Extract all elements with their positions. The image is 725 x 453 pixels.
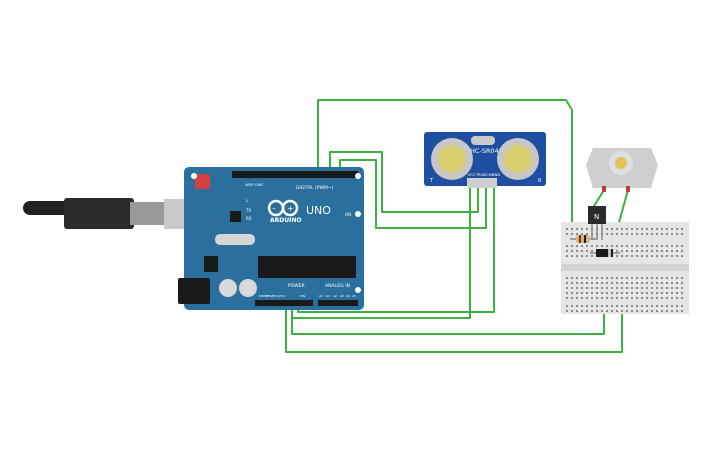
transistor[interactable]: N (588, 206, 606, 240)
tx-label: TX (245, 208, 251, 213)
sensor-trig-label: TRIG (475, 173, 485, 177)
digital-header[interactable] (232, 171, 358, 178)
ioref-label: IOREF (259, 294, 268, 298)
digital-label: DIGITAL (PWM~) (296, 185, 334, 191)
aref-label: AREF (245, 183, 254, 187)
model-label: UNO (306, 204, 331, 217)
a0-label: A0 (319, 294, 323, 298)
analog-header[interactable] (318, 300, 358, 306)
v5-label: 5V (281, 294, 286, 298)
capacitor-2 (239, 279, 257, 297)
wire-trig[interactable] (329, 151, 479, 213)
analog-label: ANALOG IN (325, 283, 350, 289)
capacitor-1 (219, 279, 237, 297)
a2-label: A2 (333, 294, 337, 298)
wire-echo[interactable] (339, 159, 487, 229)
on-label: ON (345, 212, 351, 217)
power-jack (178, 278, 210, 304)
sensor-vcc-label: VCC (468, 173, 476, 177)
atmega-chip (258, 256, 356, 278)
sensor-gnd-label: GND (492, 173, 500, 177)
rx-label: RX (246, 216, 252, 221)
usb-cable[interactable] (23, 198, 190, 229)
sensor-r-label: R (538, 178, 542, 184)
ultrasonic-sensor[interactable]: HC-SR04 T R VCC TRIG ECHO GND (424, 132, 546, 188)
l-label: L (246, 198, 249, 203)
wires (285, 99, 629, 353)
brand-label: ARDUINO (270, 217, 301, 224)
breadboard-holes (566, 228, 683, 312)
sensor-t-label: T (429, 178, 434, 184)
a4-label: A4 (346, 294, 350, 298)
wire-sensor-to-breadboard-top[interactable] (317, 99, 573, 238)
power-header[interactable] (255, 300, 313, 306)
reset-label: RESET (266, 294, 276, 298)
power-label: POWER (288, 283, 305, 289)
reset-button[interactable] (195, 174, 210, 189)
crystal (215, 234, 255, 245)
dc-motor[interactable] (586, 148, 658, 192)
sensor-model-label: HC-SR04 (470, 147, 499, 155)
sensor-echo-label: ECHO (484, 173, 494, 177)
a1-label: A1 (326, 294, 330, 298)
vin-label: VIN (300, 294, 305, 298)
a5-label: A5 (352, 294, 356, 298)
svg-text:+: + (287, 204, 294, 213)
diode[interactable] (590, 249, 620, 257)
gnd-label-top: GND (255, 183, 263, 187)
svg-text:–: – (272, 204, 276, 213)
arduino-logo: – + (267, 199, 299, 217)
a3-label: A3 (340, 294, 344, 298)
motor-shaft (615, 157, 627, 169)
arduino-board[interactable]: – + ARDUINO UNO DIGITAL (PWM~) POWER ANA… (178, 167, 364, 310)
v33-label: 3.3V (274, 294, 282, 298)
transistor-label: N (594, 213, 599, 221)
